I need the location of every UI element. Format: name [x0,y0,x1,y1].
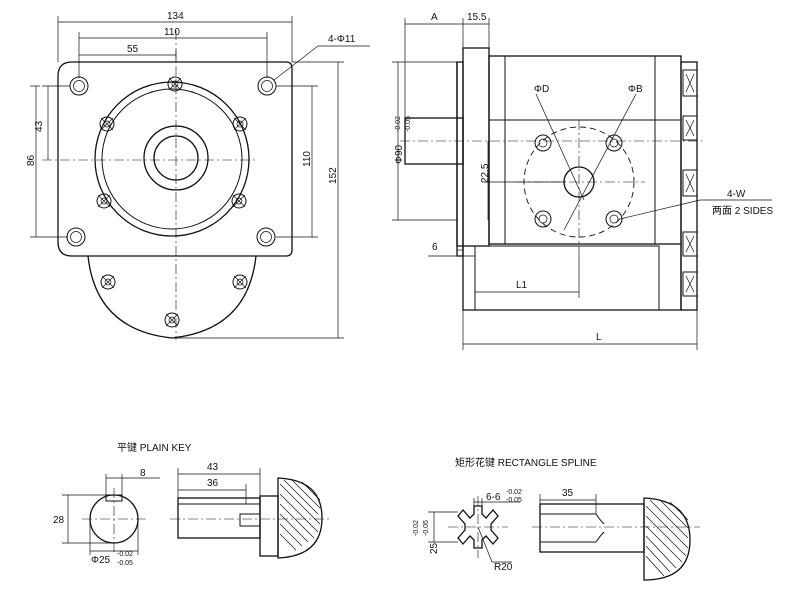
bolt-heads [96,76,248,328]
side-housing [488,55,682,245]
rear-body-outline [87,255,257,339]
callout-2sides: 两面 2 SIDES [712,206,773,217]
pilot-boss-circle [94,81,250,237]
mounting-holes [66,76,277,247]
front-flange-outline [57,61,293,257]
spline-dim-6-6: 6-6 [486,492,501,503]
key-dia-25-tol-upper: -0.02 [117,551,133,558]
plain-key-detail: 平键 PLAIN KEY 8 28 Φ25 -0.02 -0.05 [53,441,330,567]
key-dim-43: 43 [207,462,219,473]
dim-134: 134 [167,11,184,22]
hole-callout: 4-Φ11 [328,34,356,45]
spline-profile [457,505,499,549]
label-phiD: ΦD [534,84,549,95]
key-hatch [279,479,321,551]
spline-dim-25-tol-lower: -0.05 [423,520,430,536]
dim-55: 55 [127,44,139,55]
rect-spline-detail: 矩形花键 RECTANGLE SPLINE 6-6 -0.02 -0.05 25… [413,456,700,581]
dim-110-side: 110 [302,151,313,167]
spline-title: 矩形花键 RECTANGLE SPLINE [455,456,597,469]
dim-22-5: 22.5 [480,163,491,183]
key-dim-28: 28 [53,515,65,526]
callout-4W: 4-W [727,189,746,200]
plain-key-title: 平键 PLAIN KEY [117,441,192,454]
dia-90: Φ90 [394,144,405,164]
dia-90-tol-lower: -0.05 [405,116,412,132]
key-dia-25: Φ25 [91,555,111,566]
spline-hatch [645,499,689,577]
front-view: 134 110 55 43 86 110 152 4-Φ11 [26,11,370,340]
dim-6: 6 [432,242,438,253]
spline-radius: R20 [494,562,513,573]
dim-15-5: 15.5 [467,12,487,23]
pilot-inner-circle [101,88,243,230]
label-phiB: ΦB [628,84,643,95]
dim-L: L [596,332,602,343]
port-fittings [682,69,698,297]
key-dim-36: 36 [207,478,219,489]
dim-86: 86 [26,154,37,166]
dia-90-tol-upper: -0.02 [395,116,402,132]
spline-dim-25: 25 [429,542,440,554]
dim-43: 43 [34,120,45,132]
spline-dim-6-6-tol-upper: -0.02 [506,489,522,496]
key-dia-25-tol-lower: -0.05 [117,560,133,567]
port-holes [534,134,623,228]
dim-A: A [431,12,438,23]
side-flange [462,47,490,247]
spline-dim-35: 35 [562,488,574,499]
spline-dim-6-6-tol-lower: -0.05 [506,497,522,504]
key-dim-8: 8 [140,468,146,479]
side-view: ΦD ΦB 4-W 两面 2 SIDES A 15.5 Φ90 -0.02 -0… [392,12,773,350]
spline-dim-25-tol-upper: -0.02 [413,520,420,536]
dim-110-top: 110 [164,27,180,38]
dim-L1: L1 [516,280,528,291]
dim-152: 152 [328,167,339,184]
